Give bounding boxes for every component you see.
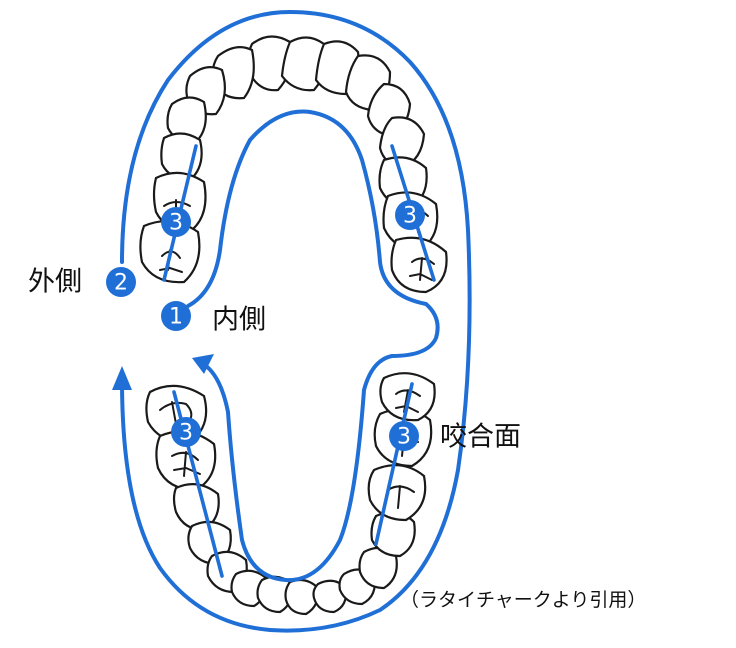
tooth [284,578,320,616]
occlusal-line-lower-right [374,382,414,546]
badge-three-upper-left: 3 [161,207,191,237]
label-inner-side: 内側 [212,305,266,336]
tooth [390,236,448,294]
tooth [367,464,427,522]
svg-text:3: 3 [397,425,411,450]
badge-three-lower-right: 3 [389,421,419,451]
svg-text:3: 3 [179,421,193,446]
label-occlusal-surface: 咬合面 [440,422,521,453]
badge-two-outer: 2 [106,267,136,297]
outer-route-arrow [112,366,132,390]
badge-three-lower-left: 3 [171,417,201,447]
label-outer-side: 外側 [28,267,82,298]
source-caption: （ラタイチャークより引用） [400,589,646,611]
badge-three-upper-right: 3 [395,200,425,230]
inner-route-arrow [192,354,214,374]
inner-route-line [186,109,440,583]
tooth [280,36,327,92]
lower-arch-teeth [145,372,436,616]
svg-text:3: 3 [169,211,183,236]
upper-arch-teeth [139,35,448,294]
svg-text:2: 2 [114,271,128,296]
svg-text:3: 3 [403,204,417,229]
svg-text:1: 1 [169,305,183,330]
outer-route-line [120,10,472,633]
badge-one-inner: 1 [161,301,191,331]
